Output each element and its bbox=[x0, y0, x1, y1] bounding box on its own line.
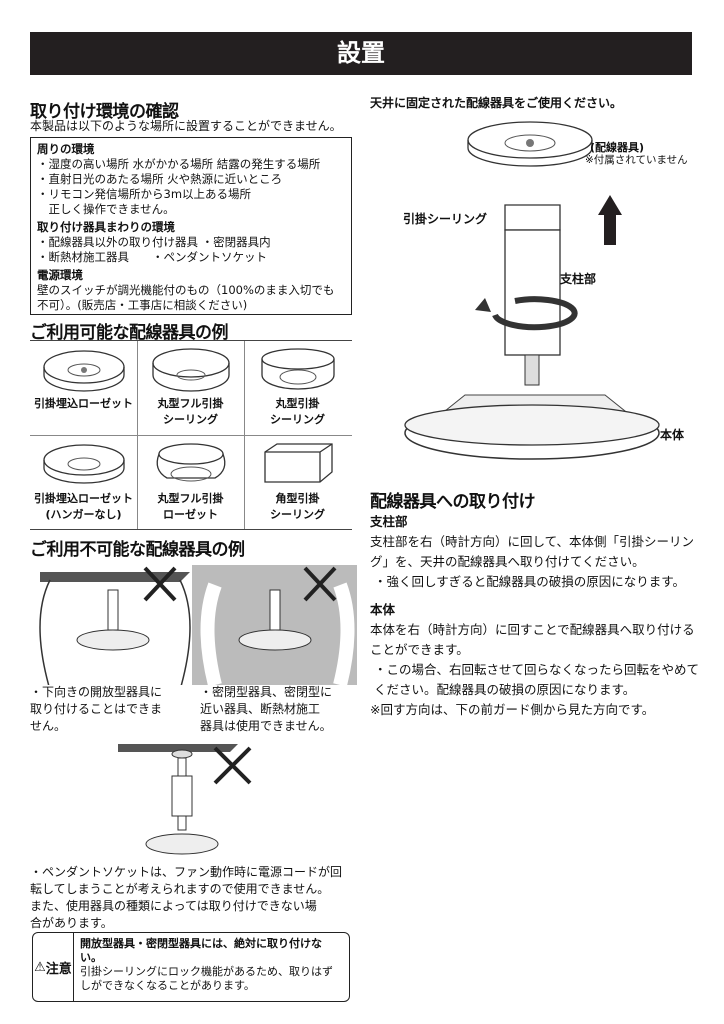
fixture-item: 引掛埋込ローゼット bbox=[30, 341, 137, 435]
up-arrow-icon bbox=[598, 195, 622, 245]
power-title: 電源環境 bbox=[37, 268, 83, 282]
diagram-top-text: 天井に固定された配線器具をご使用ください。 bbox=[370, 96, 623, 110]
ceiling-label: 引掛シーリング bbox=[403, 212, 488, 226]
power-item: 不可）。(販売店・工事店に相談ください) bbox=[37, 298, 248, 312]
unusable-illustration bbox=[39, 565, 357, 685]
square-ceiling-icon bbox=[263, 443, 333, 483]
page-title: 設置 bbox=[30, 32, 692, 75]
unusable-note-open: ・下向きの開放型器具に取り付けることはできません。 bbox=[30, 685, 163, 733]
fixture-item: 丸型フル引掛ローゼット bbox=[137, 436, 244, 530]
surroundings-item: 正しく操作できません。 bbox=[37, 202, 175, 216]
usable-heading: ご利用可能な配線器具の例 bbox=[30, 323, 229, 343]
surroundings-item: ・湿度の高い場所 水がかかる場所 結露の発生する場所 bbox=[37, 157, 321, 171]
fixture-item: 引掛埋込ローゼット(ハンガーなし) bbox=[30, 436, 137, 530]
body-label: 本体 bbox=[660, 428, 685, 442]
unusable-heading: ご利用不可能な配線器具の例 bbox=[30, 540, 245, 560]
installation-diagram bbox=[404, 121, 660, 460]
round-ceiling-icon bbox=[151, 348, 230, 392]
round-rosette-icon bbox=[156, 443, 225, 482]
rotate-arrow-icon bbox=[492, 296, 578, 331]
unusable-note-pendant: ・ペンダントソケットは、ファン動作時に電源コードが回転してしまうことが考えられま… bbox=[30, 865, 343, 930]
fixture-item: ・配線器具以外の取り付け器具 ・密閉器具内 bbox=[37, 235, 271, 249]
round-ceiling-icon bbox=[260, 348, 335, 390]
attach-heading: 配線器具への取り付け bbox=[370, 492, 536, 512]
env-heading: 取り付け環境の確認 bbox=[30, 102, 179, 122]
attach-section: 支柱部 支柱部を右（時計方向）に回して、本体側「引掛シーリング」を、天井の配線器… bbox=[370, 514, 700, 717]
post-label: 支柱部 bbox=[560, 272, 597, 286]
ceiling-rosette-icon bbox=[42, 444, 125, 484]
fixture-item: ・断熱材施工器具 ・ペンダントソケット bbox=[37, 250, 267, 264]
pendant-socket-illustration bbox=[118, 744, 252, 855]
fixture-item: 丸型引掛シーリング bbox=[244, 341, 351, 435]
fixture-title: 取り付け器具まわりの環境 bbox=[37, 220, 175, 234]
fixture-item: 角型引掛シーリング bbox=[244, 436, 351, 530]
env-intro: 本製品は以下のような場所に設置することができません。 bbox=[30, 119, 342, 133]
fixture-note: ※付属されていません bbox=[585, 154, 688, 166]
env-box: 周りの環境 ・湿度の高い場所 水がかかる場所 結露の発生する場所 ・直射日光のあ… bbox=[30, 137, 352, 315]
caution-box: ⚠注意 開放型器具・密閉型器具には、絶対に取り付けない。引掛シーリングにロック機… bbox=[32, 932, 350, 1002]
surroundings-item: ・リモコン発信場所から3m以上ある場所 bbox=[37, 187, 252, 201]
fixture-label: (配線器具) bbox=[590, 141, 645, 154]
usable-fixture-grid: 引掛埋込ローゼット 丸型フル引掛シーリング 丸型引掛シーリング 引掛埋込ローゼッ… bbox=[30, 340, 352, 530]
warning-icon: ⚠ bbox=[34, 959, 46, 975]
surroundings-item: ・直射日光のあたる場所 火や熱源に近いところ bbox=[37, 172, 283, 186]
surroundings-title: 周りの環境 bbox=[37, 142, 95, 156]
ceiling-rosette-icon bbox=[42, 350, 125, 392]
fixture-item: 丸型フル引掛シーリング bbox=[137, 341, 244, 435]
unusable-note-closed: ・密閉型器具、密閉型に近い器具、断熱材施工器具は使用できません。 bbox=[200, 685, 333, 733]
power-item: 壁のスイッチが調光機能付のもの（100%のまま入切でも bbox=[37, 283, 335, 297]
